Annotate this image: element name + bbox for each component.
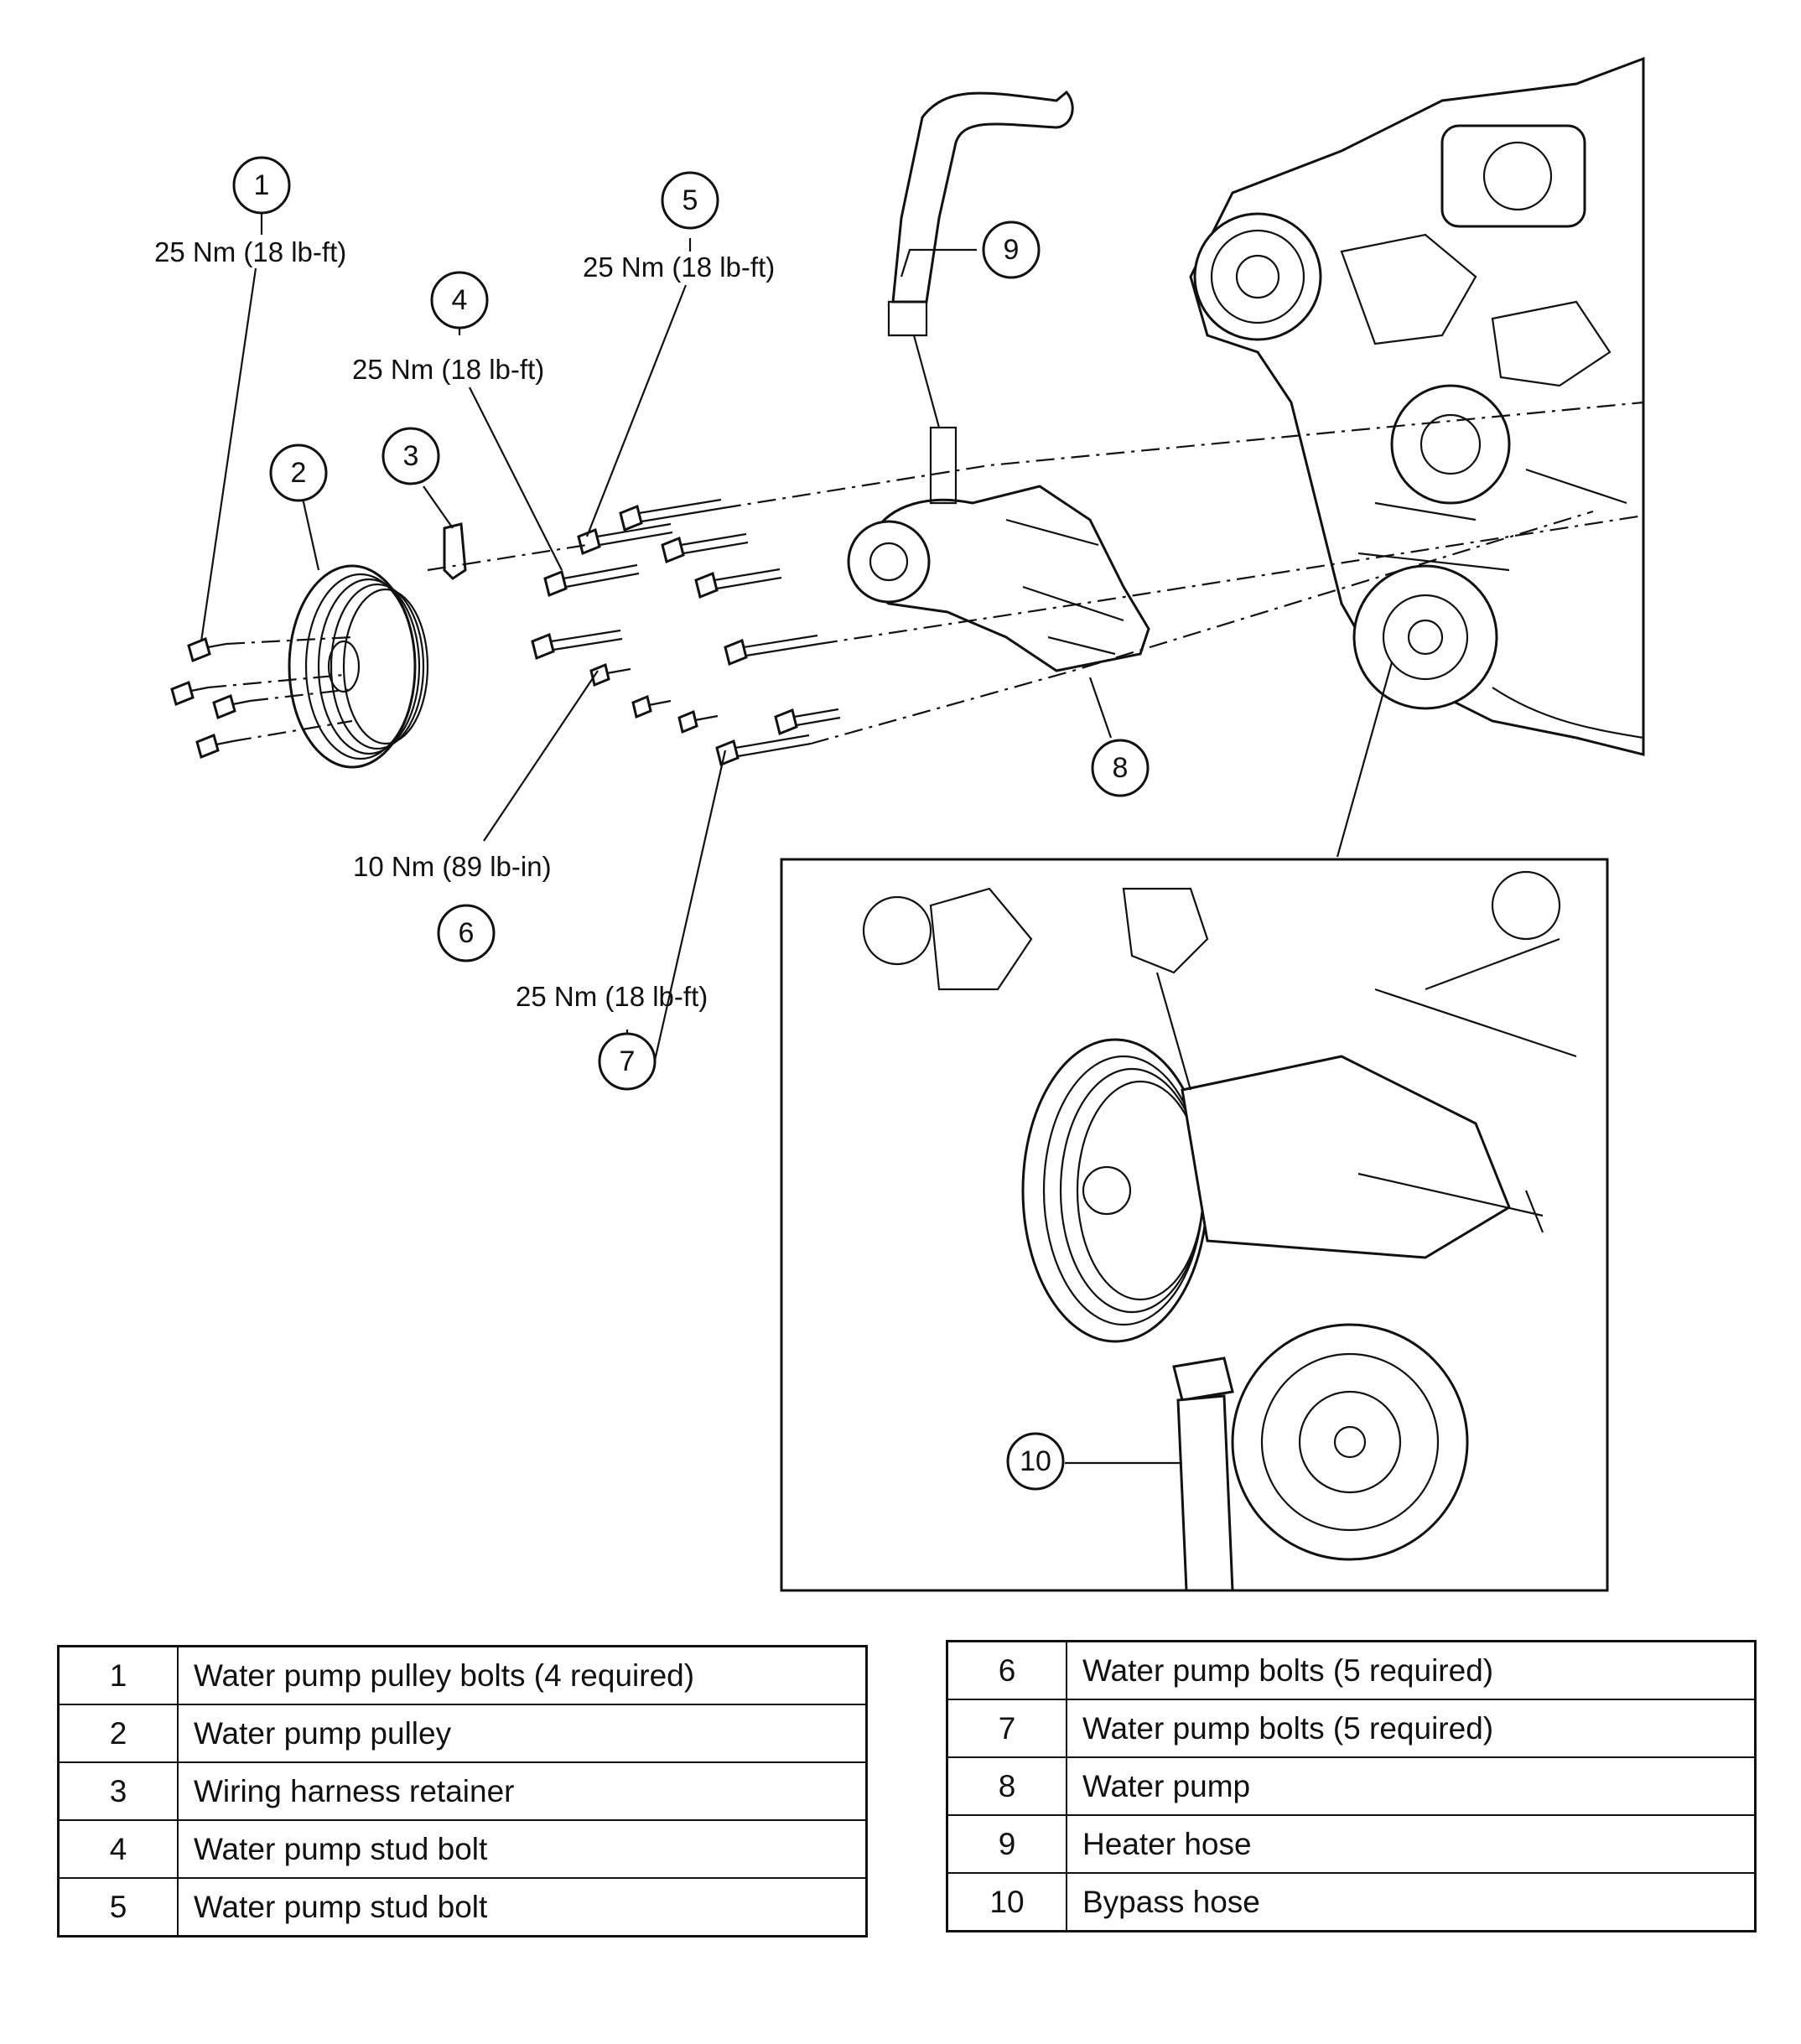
callout-6-number: 6 <box>459 917 475 949</box>
water-pump <box>847 426 1150 672</box>
callout-10-number: 10 <box>1020 1445 1051 1477</box>
legend-number: 7 <box>946 1699 1067 1758</box>
legend-row: 4 Water pump stud bolt <box>57 1819 868 1879</box>
callout-4: 4 25 Nm (18 lb-ft) <box>352 271 544 385</box>
legend-description: Water pump stud bolt <box>177 1877 868 1938</box>
legend-description: Water pump <box>1066 1756 1757 1816</box>
bolts <box>170 498 841 767</box>
legend-row: 2 Water pump pulley <box>57 1704 868 1763</box>
callout-8: 8 <box>1091 739 1150 797</box>
exploded-view-diagram: 1 25 Nm (18 lb-ft) 2 3 4 25 Nm (18 lb-ft… <box>154 56 1645 1592</box>
callout-2-number: 2 <box>291 457 307 489</box>
callout-4-torque: 25 Nm (18 lb-ft) <box>352 354 544 385</box>
callout-1-torque: 25 Nm (18 lb-ft) <box>154 236 346 267</box>
legend-number: 4 <box>57 1819 179 1879</box>
callout-3-number: 3 <box>403 440 419 472</box>
legend-number: 1 <box>57 1645 179 1705</box>
callout-7-torque: 25 Nm (18 lb-ft) <box>516 981 708 1012</box>
legend-description: Wiring harness retainer <box>177 1761 868 1821</box>
legend-number: 2 <box>57 1704 179 1763</box>
callout-4-number: 4 <box>452 284 468 316</box>
legend-table-left: 1 Water pump pulley bolts (4 required) 2… <box>57 1645 868 1938</box>
legend-table-right: 6 Water pump bolts (5 required) 7 Water … <box>946 1640 1757 1932</box>
alignment-lines <box>207 401 1644 745</box>
legend-row: 8 Water pump <box>946 1756 1757 1816</box>
legend-row: 6 Water pump bolts (5 required) <box>946 1640 1757 1700</box>
legend-row: 5 Water pump stud bolt <box>57 1877 868 1938</box>
callout-5: 5 25 Nm (18 lb-ft) <box>583 171 775 283</box>
callout-1-number: 1 <box>254 169 270 201</box>
legend-number: 10 <box>946 1872 1067 1932</box>
water-pump-pulley <box>288 564 429 769</box>
legend-description: Water pump bolts (5 required) <box>1066 1640 1757 1700</box>
legend-description: Water pump pulley <box>177 1704 868 1763</box>
bypass-hose-detail-inset <box>780 858 1609 1592</box>
legend-description: Water pump pulley bolts (4 required) <box>177 1645 868 1705</box>
legend-row: 9 Heater hose <box>946 1814 1757 1874</box>
legend-number: 3 <box>57 1761 179 1821</box>
legend-row: 3 Wiring harness retainer <box>57 1761 868 1821</box>
callout-9: 9 <box>982 220 1041 279</box>
heater-hose <box>891 90 1074 303</box>
wiring-harness-retainer <box>443 522 467 580</box>
callout-5-number: 5 <box>683 184 698 216</box>
callout-3: 3 <box>381 427 440 485</box>
legend-row: 10 Bypass hose <box>946 1872 1757 1932</box>
callout-leaders <box>200 214 1182 1465</box>
callout-2: 2 <box>269 444 328 502</box>
callout-9-number: 9 <box>1004 234 1020 266</box>
legend-description: Water pump stud bolt <box>177 1819 868 1879</box>
legend-number: 9 <box>946 1814 1067 1874</box>
legend-number: 6 <box>946 1640 1067 1700</box>
callout-1: 1 25 Nm (18 lb-ft) <box>154 156 346 267</box>
callout-7: 7 25 Nm (18 lb-ft) <box>516 981 708 1091</box>
callout-8-number: 8 <box>1113 752 1129 784</box>
callout-10: 10 <box>1006 1432 1065 1491</box>
legend-description: Water pump bolts (5 required) <box>1066 1699 1757 1758</box>
legend-row: 1 Water pump pulley bolts (4 required) <box>57 1645 868 1705</box>
callout-5-torque: 25 Nm (18 lb-ft) <box>583 252 775 283</box>
legend-row: 7 Water pump bolts (5 required) <box>946 1699 1757 1758</box>
legend-description: Heater hose <box>1066 1814 1757 1874</box>
callout-6: 6 10 Nm (89 lb-in) <box>353 851 552 962</box>
legend-number: 8 <box>946 1756 1067 1816</box>
callout-6-torque: 10 Nm (89 lb-in) <box>353 851 552 882</box>
legend-number: 5 <box>57 1877 179 1938</box>
engine-front-illustration <box>1189 56 1645 756</box>
legend-description: Bypass hose <box>1066 1872 1757 1932</box>
callout-7-number: 7 <box>620 1045 636 1077</box>
